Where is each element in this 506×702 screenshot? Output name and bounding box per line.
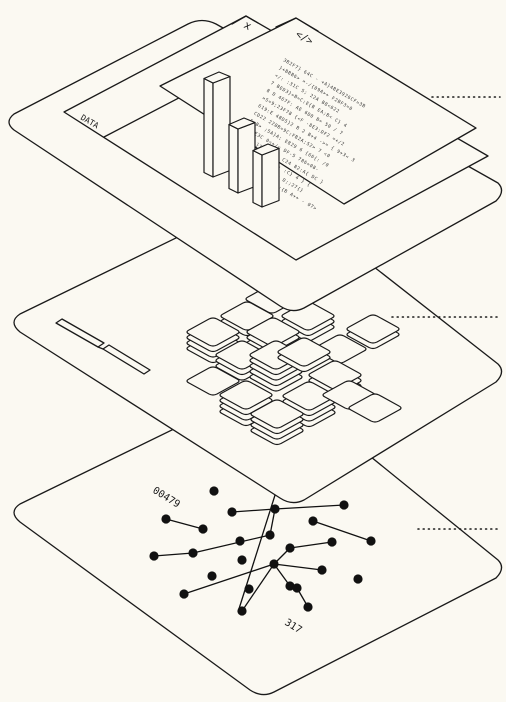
tile-stack xyxy=(186,366,240,396)
tile xyxy=(250,399,304,429)
graph-node xyxy=(339,500,349,510)
code-window xyxy=(159,17,477,205)
graph-edge xyxy=(274,504,345,510)
graph-node xyxy=(235,536,245,546)
bottom-plate xyxy=(13,383,503,696)
graph-node xyxy=(353,574,363,584)
graph-node xyxy=(237,606,247,616)
chart-bar xyxy=(252,143,280,208)
graph-node xyxy=(265,530,275,540)
graph-edge xyxy=(273,563,323,571)
graph-edge xyxy=(153,552,194,557)
graph-node xyxy=(327,537,337,547)
tile xyxy=(346,314,400,344)
graph-node xyxy=(317,565,327,575)
graph-node xyxy=(237,555,247,565)
graph-node xyxy=(149,551,159,561)
tile xyxy=(186,366,240,396)
graph-edge xyxy=(241,563,275,612)
chart-bar xyxy=(203,71,231,178)
graph-node xyxy=(209,486,219,496)
graph-node xyxy=(207,571,217,581)
tile xyxy=(186,317,240,347)
middle-layer xyxy=(13,193,503,504)
graph-edge xyxy=(192,534,271,554)
graph-node xyxy=(179,589,189,599)
tile xyxy=(246,317,300,347)
graph-edge xyxy=(165,518,204,530)
graph-edge xyxy=(231,508,276,513)
graph-node xyxy=(285,581,295,591)
graph-edge xyxy=(312,520,372,542)
graph-node xyxy=(270,504,280,514)
graph-node xyxy=(244,584,254,594)
graph-node xyxy=(227,507,237,517)
tile-stack xyxy=(348,393,402,423)
tile-stack xyxy=(250,399,304,446)
tile xyxy=(219,380,273,410)
bar-chart xyxy=(203,71,280,208)
network-graph xyxy=(149,486,376,616)
graph-node xyxy=(161,514,171,524)
bottom-layer: 00479 317 xyxy=(13,383,503,696)
tile-grid xyxy=(186,284,402,446)
graph-edge xyxy=(183,563,275,595)
tile-stack xyxy=(277,337,331,373)
graph-edge xyxy=(289,541,333,549)
graph-trunk-edge xyxy=(237,491,277,613)
graph-node xyxy=(303,602,313,612)
graph-node xyxy=(366,536,376,546)
graph-node xyxy=(308,516,318,526)
chart-bar xyxy=(228,117,256,194)
tile xyxy=(277,337,331,367)
tile-stack xyxy=(346,314,400,350)
graph-node xyxy=(188,548,198,558)
graph-node xyxy=(269,559,279,569)
graph-node xyxy=(292,583,302,593)
graph-node xyxy=(285,543,295,553)
tile xyxy=(348,393,402,423)
slider-bars xyxy=(55,318,151,375)
top-layer: DATA x </> 3B2F7} 64C - +A}4BE3926CF>3B … xyxy=(8,15,503,312)
graph-node xyxy=(198,524,208,534)
